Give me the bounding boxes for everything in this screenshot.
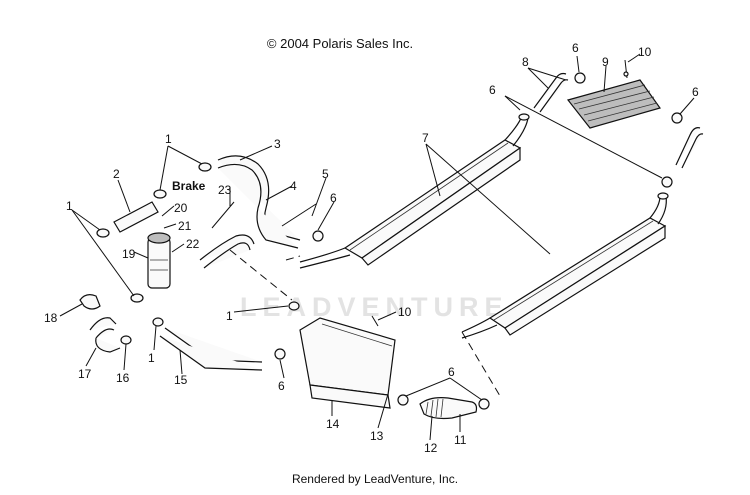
callout-9: 9 (602, 55, 609, 69)
callout-19: 19 (122, 247, 136, 261)
bolt-10-part[interactable] (371, 59, 629, 327)
footer-credit: Rendered by LeadVenture, Inc. (291, 472, 459, 486)
callout-15: 15 (174, 373, 188, 387)
bracket-18-part[interactable] (79, 294, 101, 310)
callout-20: 20 (174, 201, 188, 215)
right-elbow-hose-part[interactable] (675, 127, 704, 169)
callout-17: 17 (78, 367, 92, 381)
hose-2-part[interactable] (113, 201, 159, 233)
callout-12: 12 (424, 441, 438, 455)
callout-5: 5 (322, 167, 329, 181)
callout-22: 22 (186, 237, 200, 251)
callout-11: 11 (454, 433, 467, 447)
callout-3: 3 (274, 137, 281, 151)
callout-2: 2 (113, 167, 120, 181)
hose-15-part[interactable] (159, 327, 263, 371)
callout-1-middle: 1 (226, 309, 233, 323)
hose-17-part[interactable] (89, 317, 121, 353)
leader-lines (59, 53, 695, 441)
callout-1-lower: 1 (148, 351, 155, 365)
callout-18: 18 (44, 311, 58, 325)
callout-10-lower: 10 (398, 305, 412, 319)
radiator-part[interactable] (566, 79, 661, 129)
callout-6-lower: 6 (278, 379, 285, 393)
callout-10-top: 10 (638, 45, 652, 59)
reservoir-19-part[interactable] (147, 232, 171, 289)
upper-cooler-part[interactable] (299, 113, 530, 269)
callout-6-top: 6 (572, 41, 579, 55)
copyright-notice: © 2004 Polaris Sales Inc. (266, 36, 414, 51)
brake-label: Brake (172, 179, 206, 193)
flex-hose-part[interactable] (419, 397, 478, 420)
watermark-text: LEADVENTURE (240, 292, 509, 322)
callout-6-far-right: 6 (692, 85, 699, 99)
callout-6-right-upper: 6 (489, 83, 496, 97)
hose-8-part[interactable] (533, 72, 569, 113)
callout-13: 13 (370, 429, 384, 443)
callout-14: 14 (326, 417, 340, 431)
callout-1-top: 1 (165, 132, 172, 146)
rod-parts[interactable] (211, 201, 317, 229)
callout-6-flexhose: 6 (448, 365, 455, 379)
callout-1-left: 1 (66, 199, 73, 213)
hose-4-part[interactable] (199, 234, 255, 269)
callout-7: 7 (422, 131, 429, 145)
callout-6-middle: 6 (330, 191, 337, 205)
lower-cooler-part[interactable] (461, 192, 669, 339)
callout-4: 4 (290, 179, 297, 193)
skid-plate-part[interactable] (299, 317, 396, 409)
hose-3-part[interactable] (217, 155, 301, 249)
clamp-parts[interactable] (274, 72, 683, 410)
callout-16: 16 (116, 371, 130, 385)
callout-8: 8 (522, 55, 529, 69)
callout-21: 21 (178, 219, 192, 233)
callout-23: 23 (218, 183, 232, 197)
left-clamp-parts[interactable] (96, 162, 300, 345)
